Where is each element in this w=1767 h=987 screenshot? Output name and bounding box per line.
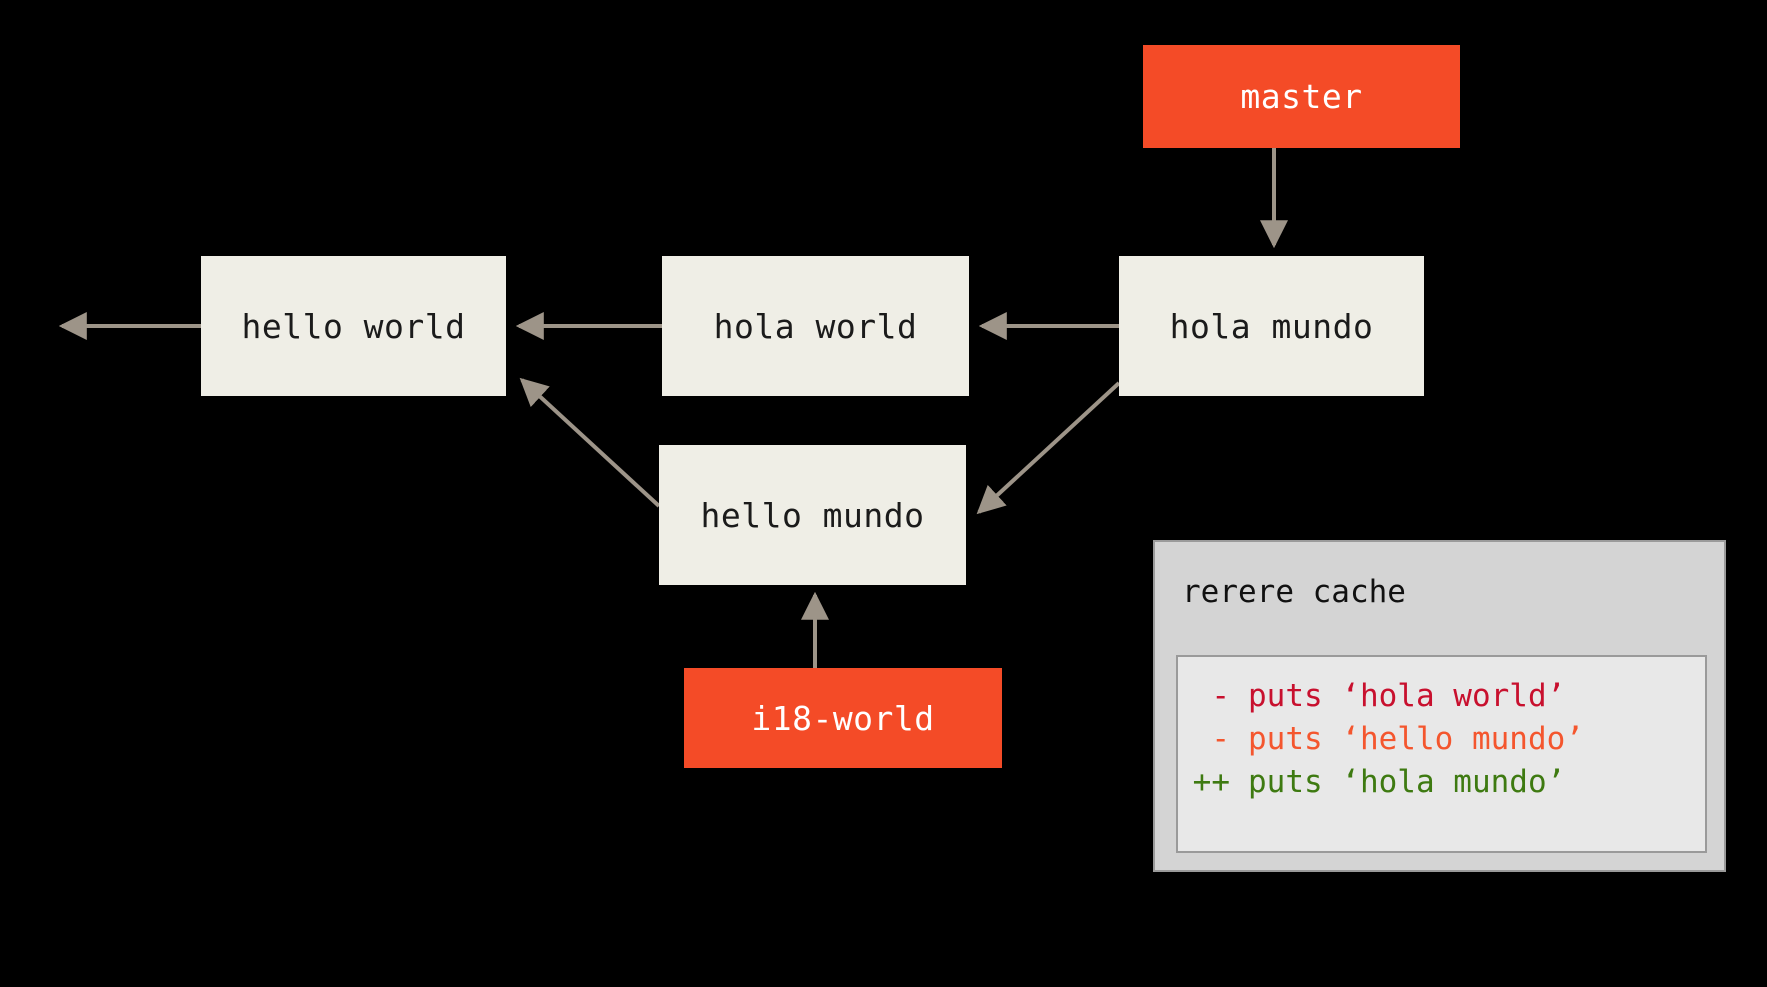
code-line-text: puts ‘hola mundo’ xyxy=(1248,764,1566,800)
commit-label: hello world xyxy=(241,306,466,346)
code-line-marker: - xyxy=(1211,678,1230,714)
edge-hola-mundo-to-hello-mundo xyxy=(976,381,1121,515)
code-line-marker: - xyxy=(1211,721,1230,757)
code-line-marker: ++ xyxy=(1192,764,1230,800)
commit-node-hello-world[interactable]: hello world xyxy=(201,256,506,396)
commit-label: hello mundo xyxy=(700,495,925,535)
branch-label: master xyxy=(1240,77,1363,116)
rerere-cache-title: rerere cache xyxy=(1182,574,1406,610)
rerere-cache-code-block: - puts ‘hola world’ - puts ‘hello mundo’… xyxy=(1176,655,1707,853)
rerere-cache-panel: rerere cache - puts ‘hola world’ - puts … xyxy=(1153,540,1726,872)
code-line: - puts ‘hello mundo’ xyxy=(1178,718,1705,761)
edge-hello-mundo-to-hello-world xyxy=(519,377,661,508)
commit-node-hello-mundo[interactable]: hello mundo xyxy=(659,445,966,585)
branch-node-i18-world[interactable]: i18-world xyxy=(684,668,1002,768)
code-line-text: puts ‘hola world’ xyxy=(1248,678,1566,714)
branch-node-master[interactable]: master xyxy=(1143,45,1460,148)
code-line-text: puts ‘hello mundo’ xyxy=(1248,721,1584,757)
code-line: ++ puts ‘hola mundo’ xyxy=(1178,761,1705,804)
commit-label: hola mundo xyxy=(1169,306,1374,346)
code-line: - puts ‘hola world’ xyxy=(1178,675,1705,718)
branch-label: i18-world xyxy=(751,698,935,738)
commit-node-hola-mundo[interactable]: hola mundo xyxy=(1119,256,1424,396)
commit-label: hola world xyxy=(713,306,918,346)
commit-node-hola-world[interactable]: hola world xyxy=(662,256,969,396)
